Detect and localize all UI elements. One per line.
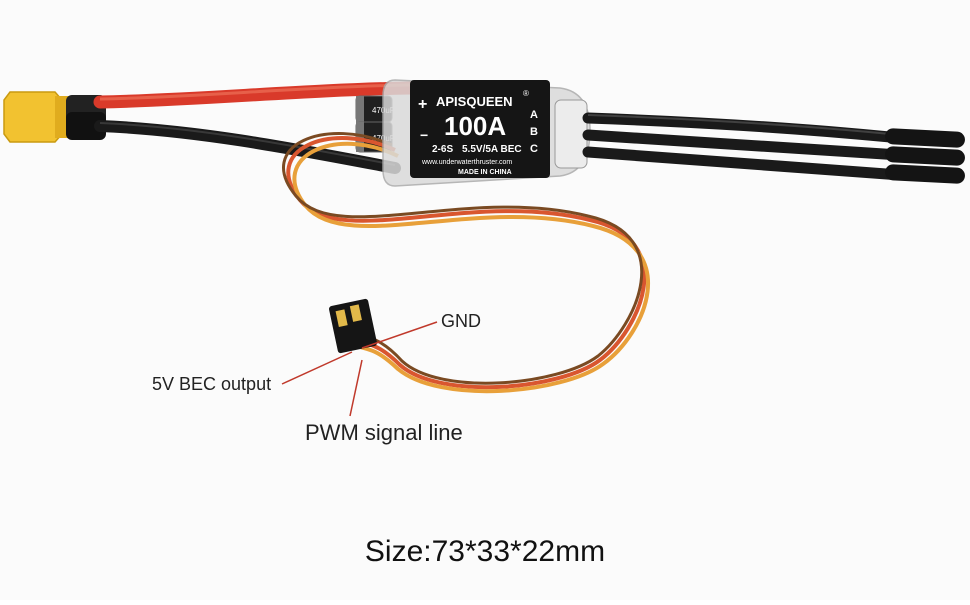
svg-text:B: B — [530, 126, 538, 138]
pwm-signal-label: PWM signal line — [305, 420, 463, 445]
bullet-connectors — [885, 128, 965, 184]
svg-text:−: − — [420, 127, 428, 143]
svg-text:5.5V/5A BEC: 5.5V/5A BEC — [462, 144, 522, 155]
svg-text:+: + — [418, 96, 427, 113]
svg-text:A: A — [530, 109, 538, 121]
svg-text:APISQUEEN: APISQUEEN — [436, 94, 513, 109]
black-power-wire — [94, 120, 401, 174]
bec-output-label: 5V BEC output — [152, 374, 272, 394]
size-caption: Size:73*33*22mm — [364, 535, 606, 568]
svg-text:100A: 100A — [444, 111, 506, 141]
servo-connector — [329, 298, 377, 354]
esc-body: + APISQUEEN ® 100A − 2-6S 5.5V/5A BEC ww… — [382, 79, 591, 187]
gnd-label: GND — [441, 311, 481, 331]
svg-text:MADE IN CHINA: MADE IN CHINA — [458, 169, 512, 176]
annotation-pointers — [281, 321, 438, 417]
svg-text:C: C — [530, 143, 538, 155]
signal-cable — [282, 131, 651, 394]
svg-text:2-6S: 2-6S — [432, 144, 453, 155]
svg-text:®: ® — [523, 89, 529, 98]
svg-text:www.underwaterthruster.com: www.underwaterthruster.com — [421, 159, 512, 166]
red-power-wire — [93, 81, 417, 109]
xt60-connector — [3, 91, 106, 143]
motor-phase-wires — [582, 112, 906, 181]
